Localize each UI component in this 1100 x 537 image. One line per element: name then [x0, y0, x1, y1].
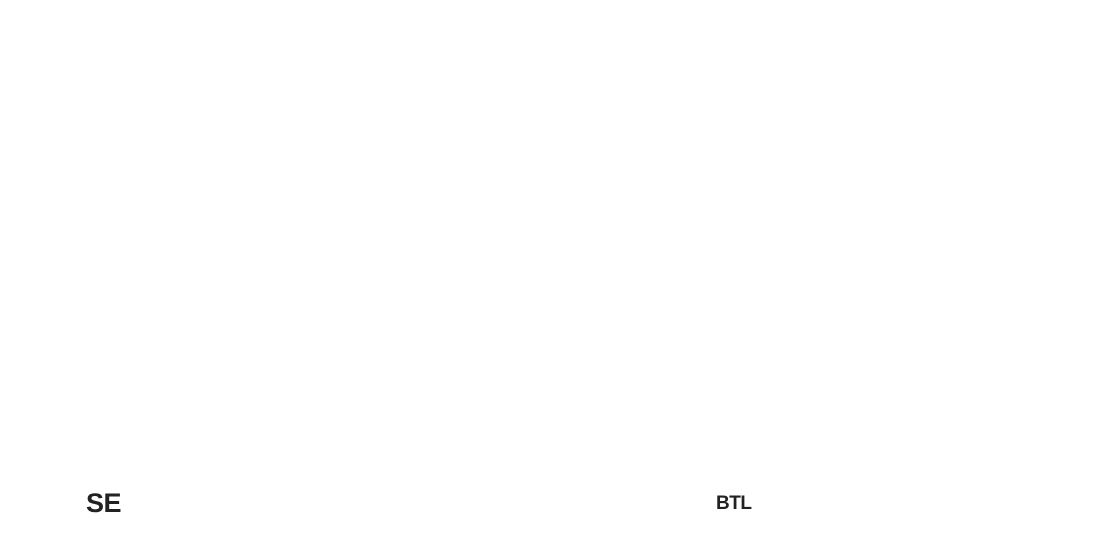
- label-btl: BTL: [716, 493, 752, 514]
- label-se: SE: [86, 488, 122, 518]
